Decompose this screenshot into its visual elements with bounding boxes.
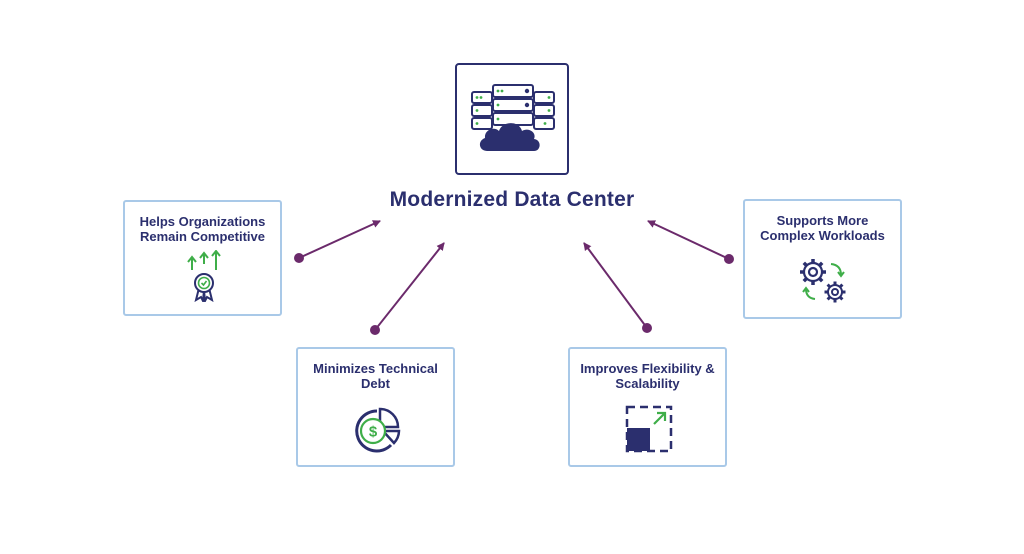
svg-text:$: $ [369,424,378,441]
server-cloud-icon [471,84,555,151]
benefit-card-competitive: Helps Organizations Remain Competitive [123,200,282,316]
connector-competitive [294,220,381,263]
center-title: Modernized Data Center [389,188,635,211]
benefit-label-competitive: Helps Organizations Remain Competitive [139,214,266,244]
benefit-label-workloads: Supports More Complex Workloads [760,213,885,243]
dollar-pie-chart-icon: $ [355,407,401,453]
center-icon-box [455,63,569,175]
benefit-card-flexibility: Improves Flexibility & Scalability [568,347,727,467]
gears-cycle-icon [800,259,846,303]
award-ribbon-growth-icon [187,250,221,302]
scale-expand-icon [625,405,673,453]
connector-workloads [647,220,734,264]
connector-technical-debt [370,242,445,335]
benefit-card-technical-debt: Minimizes Technical Debt $ [296,347,455,467]
benefit-card-workloads: Supports More Complex Workloads [743,199,902,319]
benefit-label-technical-debt: Minimizes Technical Debt [313,361,438,391]
connector-flexibility [583,242,652,333]
benefit-label-flexibility: Improves Flexibility & Scalability [580,361,715,391]
